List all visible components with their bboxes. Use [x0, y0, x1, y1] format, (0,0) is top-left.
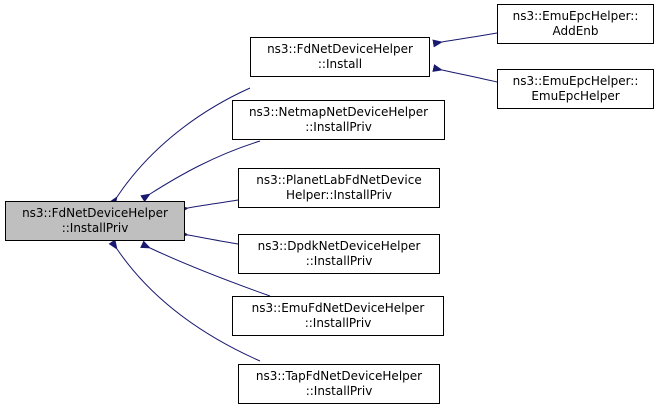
- node-label-line1: ns3::TapFdNetDeviceHelper: [255, 369, 423, 383]
- node-label-line1: ns3::FdNetDeviceHelper: [267, 42, 413, 56]
- node-label-line2: EmuEpcHelper: [531, 89, 620, 103]
- edge-planetlab-to-root: [178, 199, 239, 214]
- edge-netmap-to-root: [140, 140, 261, 203]
- node-label-line1: ns3::EmuFdNetDeviceHelper: [251, 301, 425, 315]
- node-tapfd-installpriv[interactable]: ns3::TapFdNetDeviceHelper ::InstallPriv: [238, 364, 440, 404]
- node-label-line2: ::InstallPriv: [304, 316, 372, 330]
- node-label-line2: Helper::InstallPriv: [285, 188, 393, 202]
- edge-emuepc-to-fdinstall: [432, 64, 498, 83]
- edge-dpdk-to-root: [178, 229, 239, 245]
- node-label-line1: ns3::NetmapNetDeviceHelper: [248, 105, 429, 119]
- node-emufd-installpriv[interactable]: ns3::EmuFdNetDeviceHelper ::InstallPriv: [232, 296, 444, 336]
- node-label-line1: ns3::PlanetLabFdNetDevice: [256, 173, 422, 187]
- node-fd-installpriv: ns3::FdNetDeviceHelper ::InstallPriv: [5, 201, 185, 241]
- node-emuepc-addenb[interactable]: ns3::EmuEpcHelper:: AddEnb: [497, 4, 654, 44]
- node-label-line2: ::InstallPriv: [61, 221, 129, 235]
- node-label-line1: ns3::EmuEpcHelper::: [512, 9, 639, 23]
- node-dpdk-installpriv[interactable]: ns3::DpdkNetDeviceHelper ::InstallPriv: [238, 234, 440, 274]
- node-fd-install[interactable]: ns3::FdNetDeviceHelper ::Install: [250, 37, 430, 77]
- node-label-line2: ::Install: [317, 57, 363, 71]
- node-netmap-installpriv[interactable]: ns3::NetmapNetDeviceHelper ::InstallPriv: [232, 100, 445, 140]
- node-emuepc-ctor[interactable]: ns3::EmuEpcHelper:: EmuEpcHelper: [497, 69, 654, 109]
- node-planetlab-installpriv[interactable]: ns3::PlanetLabFdNetDevice Helper::Instal…: [238, 168, 440, 208]
- edge-fdinstall-to-root: [108, 87, 251, 207]
- node-label-line1: ns3::EmuEpcHelper::: [512, 74, 639, 88]
- node-label-line2: AddEnb: [552, 24, 599, 38]
- edge-emufd-to-root: [140, 240, 271, 297]
- node-label-line2: ::InstallPriv: [305, 120, 372, 134]
- node-label-line2: ::InstallPriv: [305, 384, 373, 398]
- edge-addenb-to-fdinstall: [432, 32, 498, 48]
- node-label-line1: ns3::DpdkNetDeviceHelper: [257, 239, 421, 253]
- node-label-line1: ns3::FdNetDeviceHelper: [22, 206, 168, 220]
- edge-tapfd-to-root: [108, 239, 261, 362]
- node-label-line2: ::InstallPriv: [305, 254, 373, 268]
